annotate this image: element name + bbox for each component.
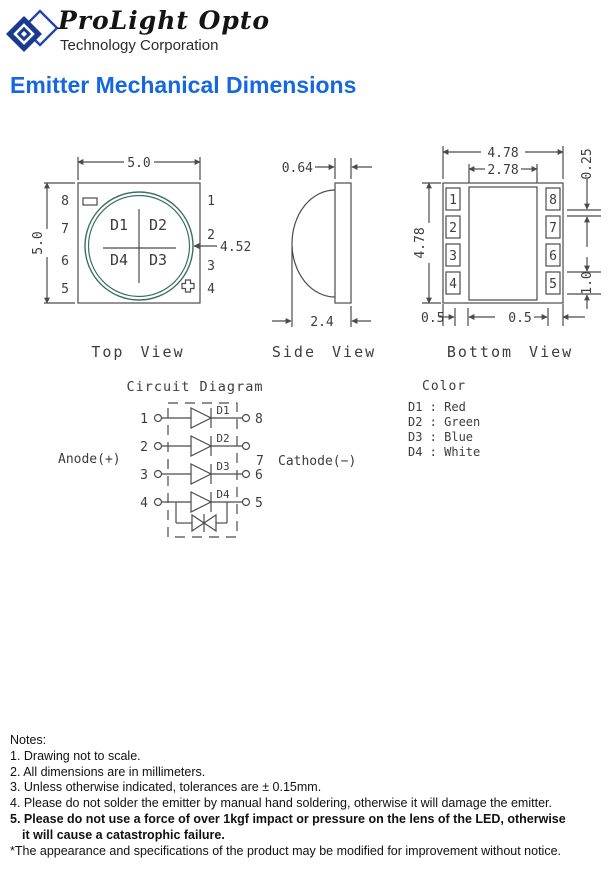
diode-d3-symbol	[190, 463, 213, 485]
pin-label-8: 8	[61, 194, 69, 209]
side-view-drawing: 0.64 2.4 Side View	[272, 158, 376, 361]
side-view-caption: Side View	[272, 343, 376, 361]
pad-label-2: 2	[449, 221, 457, 236]
legend-item-d4: D4 : White	[408, 445, 481, 459]
bottom-view-caption: Bottom View	[447, 343, 573, 361]
lens-outer-ring	[84, 191, 194, 301]
circuit-pin-6: 6	[255, 468, 263, 483]
circuit-package-boundary	[167, 402, 238, 538]
circuit-pin-4: 4	[140, 496, 148, 511]
pad-label-4: 4	[449, 277, 457, 292]
pad-3	[445, 243, 461, 267]
brand-name: ProLight Opto	[58, 6, 271, 35]
prolight-logo-icon	[6, 9, 59, 52]
pad-gap-dim: 0.25	[580, 148, 595, 179]
quadrant-d4-label: D4	[110, 251, 128, 269]
pad-height-dim: 1.0	[580, 271, 595, 294]
circuit-pin-8: 8	[255, 412, 263, 427]
pad-5	[545, 271, 561, 295]
quadrant-d2-label: D2	[149, 216, 167, 234]
quadrant-d1-label: D1	[110, 216, 128, 234]
legend-item-d1: D1 : Red	[408, 400, 466, 414]
bottom-view-body-outline	[442, 182, 564, 304]
notes-title: Notes:	[10, 733, 47, 747]
total-height-dim: 2.4	[310, 315, 334, 330]
page-title: Emitter Mechanical Dimensions	[10, 72, 357, 98]
legend-item-d3: D3 : Blue	[408, 430, 474, 444]
pad-label-3: 3	[449, 249, 457, 264]
pad-7	[545, 215, 561, 239]
note-line-3: 3. Unless otherwise indicated, tolerance…	[10, 780, 322, 795]
pin-label-6: 6	[61, 254, 69, 269]
pin4-cross-marker	[181, 279, 195, 293]
pad-6	[545, 243, 561, 267]
diode-d1-label: D1	[216, 404, 229, 417]
pad-8	[545, 187, 561, 211]
brand-subtitle: Technology Corporation	[60, 37, 219, 54]
bottom-inner-width-dim: 2.78	[487, 163, 518, 178]
pin-label-5: 5	[61, 282, 69, 297]
diode-d1-symbol	[190, 407, 213, 429]
pad-1	[445, 187, 461, 211]
circuit-pin-3: 3	[140, 468, 148, 483]
pad-label-1: 1	[449, 193, 457, 208]
circuit-pin-2: 2	[140, 440, 148, 455]
pin-label-4: 4	[207, 282, 215, 297]
pin-label-1: 1	[207, 194, 215, 209]
circuit-pin-5: 5	[255, 496, 263, 511]
pin8-marker	[82, 197, 98, 206]
circuit-pin-1: 1	[140, 412, 148, 427]
diode-d3-label: D3	[216, 460, 229, 473]
pad-margin-mid-dim: 0.5	[508, 311, 531, 326]
pad-2	[445, 215, 461, 239]
pad-label-5: 5	[549, 277, 557, 292]
pad-label-8: 8	[549, 193, 557, 208]
bottom-outer-width-dim: 4.78	[487, 146, 518, 161]
top-width-dim: 5.0	[127, 156, 150, 171]
tvs-diode-symbol	[175, 502, 228, 533]
top-view-caption: Top View	[91, 343, 184, 361]
diode-d2-label: D2	[216, 432, 229, 445]
lens-inner-ring	[87, 194, 191, 298]
side-view-lens-dome	[291, 189, 336, 298]
legend-item-d2: D2 : Green	[408, 415, 481, 429]
pad-margin-left-dim: 0.5	[421, 311, 444, 326]
pad-label-7: 7	[549, 221, 557, 236]
circuit-title: Circuit Diagram	[127, 379, 264, 395]
circuit-diagram: Circuit Diagram 1 D1 8 2 D2 7 3 D3 6 4	[58, 379, 356, 538]
diode-d4-label: D4	[216, 488, 230, 501]
quadrant-d3-label: D3	[149, 251, 167, 269]
note-line-5: 5. Please do not use a force of over 1kg…	[10, 811, 566, 826]
note-line-5-cont: it will cause a catastrophic failure.	[22, 827, 225, 842]
lens-diameter-dim: 4.52	[220, 240, 251, 255]
pin-label-7: 7	[61, 222, 69, 237]
diode-d4-symbol	[190, 491, 213, 513]
circuit-pin-7: 7	[256, 454, 264, 469]
top-view-package-outline	[77, 182, 201, 304]
substrate-thickness-dim: 0.64	[282, 161, 313, 176]
top-height-dim: 5.0	[31, 231, 46, 254]
pin-label-3: 3	[207, 259, 215, 274]
bottom-outer-height-dim: 4.78	[413, 227, 428, 258]
note-disclaimer: *The appearance and specifications of th…	[10, 843, 562, 858]
anode-label: Anode(+)	[58, 452, 121, 467]
pad-label-6: 6	[549, 249, 557, 264]
top-view-drawing: D1 D2 D4 D3 5.0 5.0 4.52 8 7 6 5 1 2 3 4…	[31, 156, 251, 361]
notes-section: Notes: 1. Drawing not to scale. 2. All d…	[10, 733, 604, 859]
cathode-label: Cathode(−)	[278, 454, 356, 469]
note-line-2: 2. All dimensions are in millimeters.	[10, 764, 206, 779]
side-view-substrate	[334, 182, 352, 304]
note-line-4: 4. Please do not solder the emitter by m…	[10, 796, 552, 811]
pad-4	[445, 271, 461, 295]
bottom-view-thermal-pad	[468, 186, 538, 301]
note-line-1: 1. Drawing not to scale.	[10, 748, 141, 763]
bottom-view-drawing: 1 2 3 4 8 7 6 5 4.78 2.78 4.78 0.25	[413, 146, 601, 361]
diode-d2-symbol	[190, 435, 213, 457]
color-legend: Color D1 : Red D2 : Green D3 : Blue D4 :…	[408, 379, 480, 460]
color-legend-title: Color	[422, 379, 467, 394]
pin-label-2: 2	[207, 228, 215, 243]
